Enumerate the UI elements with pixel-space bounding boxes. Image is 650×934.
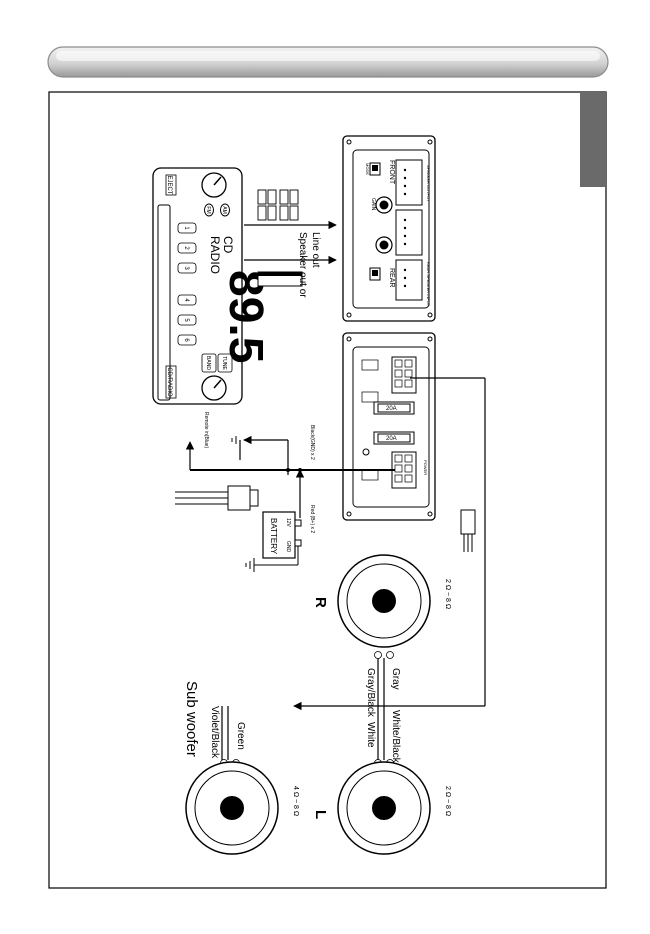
fuse-2-label: 20A	[386, 436, 397, 442]
wire-gray-black: Gray/Black	[365, 668, 376, 718]
preset-button: 2	[183, 246, 189, 250]
subwoofer-label: Sub woofer	[183, 681, 200, 757]
battery: BATTERY 12V GND	[245, 511, 302, 572]
radio-label: RADIO	[208, 236, 222, 274]
rear-input-label: REAR SPEAKER INPUT	[426, 262, 431, 307]
mode-label: MODE	[365, 163, 370, 175]
subwoofer	[185, 761, 279, 855]
cd-radio-label: CD/RADIO	[166, 367, 172, 397]
eject-label: EJECT	[166, 175, 172, 194]
rear-label: REAR	[388, 268, 395, 287]
ground-label: Black(GND) x 2	[309, 425, 315, 460]
page-frame	[48, 91, 607, 889]
preset-button: 4	[183, 298, 189, 302]
rca-plugs	[257, 189, 299, 221]
band-label: BAND	[205, 356, 211, 370]
speaker-wiring	[221, 377, 486, 760]
wire-violet-black: Violet/Black	[209, 706, 220, 759]
preset-button: 1	[183, 226, 189, 230]
tune-label: TUNE	[221, 356, 227, 370]
am-label: AM	[221, 206, 227, 214]
sub-impedance: 4 Ω ~ 8 Ω	[292, 786, 299, 816]
right-speaker-label: R	[312, 597, 329, 608]
preset-buttons: 1 2 3 4 5 6	[177, 222, 197, 346]
preset-button: 5	[183, 318, 189, 322]
harness-connector	[175, 485, 259, 511]
amplifier-bottom: 20A 20A POWER	[342, 332, 436, 521]
cd-label: CD	[221, 236, 235, 254]
speaker-left	[337, 761, 431, 855]
left-speaker-label: L	[312, 810, 329, 819]
side-tab	[580, 92, 606, 187]
preset-button: 3	[183, 266, 189, 270]
remote-label: Remote in(Blue)	[203, 412, 209, 448]
power-label: POWER	[423, 460, 428, 475]
signal-arrows	[244, 220, 337, 265]
battery-plus: 12V	[285, 518, 291, 528]
fm-label: FM	[205, 206, 211, 213]
wire-green: Green	[235, 722, 246, 750]
power-wire-label: Red (B+) x 2	[309, 505, 315, 533]
line-out-label: Line out	[310, 232, 321, 268]
battery-label: BATTERY	[269, 518, 278, 555]
head-unit: EJECT AM FM CD RADIO 89.5 1 2 3 4 5 6 BA…	[152, 167, 272, 405]
wire-gray: Gray	[390, 668, 401, 690]
front-label: FRONT	[388, 160, 395, 185]
power-wiring	[185, 435, 395, 518]
preset-button: 6	[183, 338, 189, 342]
inline-connector	[460, 509, 476, 552]
gain-label: GAIN	[370, 198, 376, 211]
wire-white: White	[365, 722, 376, 748]
left-impedance: 2 Ω ~ 8 Ω	[444, 786, 451, 816]
speaker-right	[337, 554, 431, 648]
amplifier-top: FRONT REAR GAIN MODE SPEAKER OUTPUT REAR…	[342, 135, 436, 322]
right-impedance: 2 Ω ~ 8 Ω	[444, 579, 451, 609]
wire-white-black: White/Black	[390, 710, 401, 764]
fuse-1-label: 20A	[386, 406, 397, 412]
speaker-output-label: SPEAKER OUTPUT	[426, 165, 431, 202]
battery-minus: GND	[285, 541, 291, 553]
speaker-out-label: Speaker out or	[297, 232, 308, 298]
